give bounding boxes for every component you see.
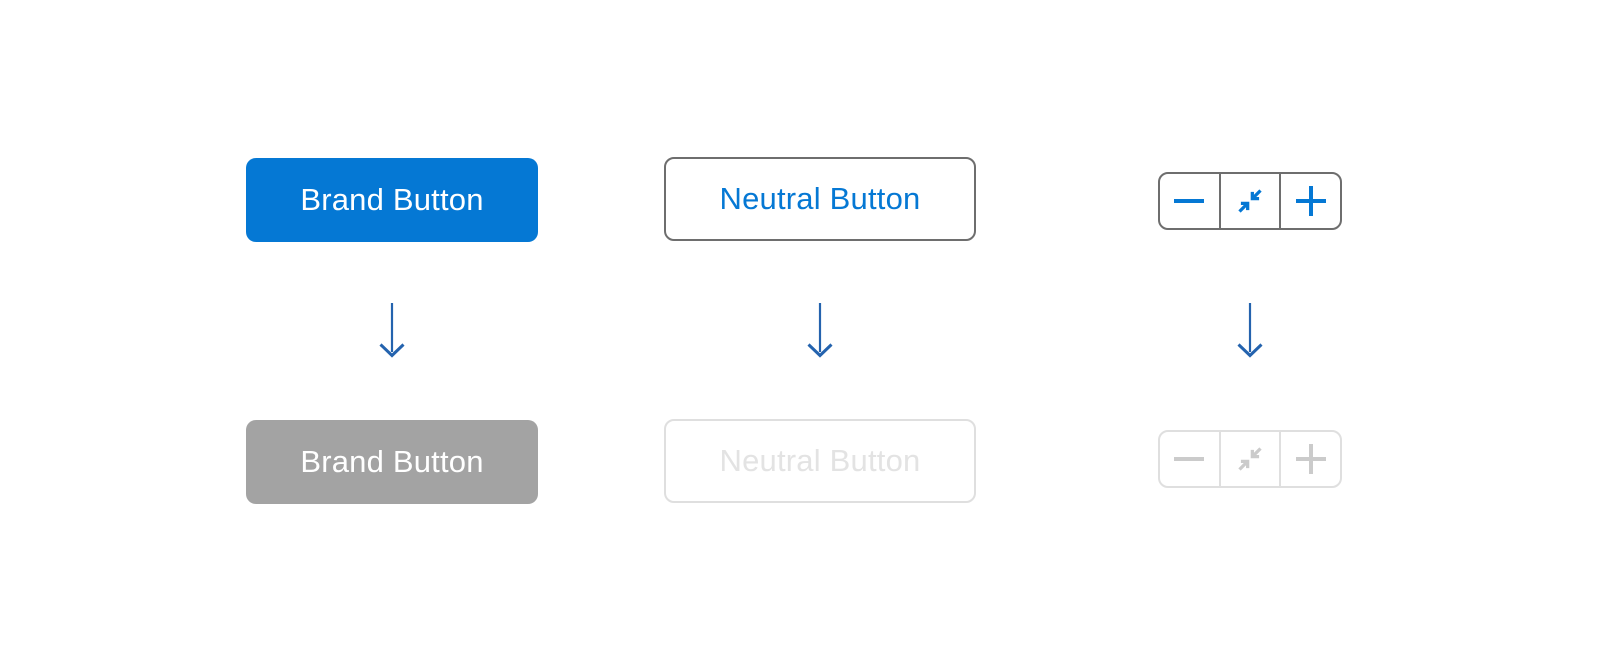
plus-icon xyxy=(1295,186,1326,216)
neutral-button-enabled[interactable]: Neutral Button xyxy=(664,157,976,241)
down-arrow-icon xyxy=(807,303,833,358)
stepper-group-enabled xyxy=(1158,172,1342,230)
stepper-increment-button[interactable] xyxy=(1279,174,1340,228)
stepper-decrement-button-disabled xyxy=(1160,432,1219,486)
brand-button-label: Brand Button xyxy=(300,444,484,479)
stepper-group-disabled xyxy=(1158,430,1342,488)
collapse-arrows-icon xyxy=(1238,189,1262,213)
collapse-arrows-icon xyxy=(1238,447,1262,471)
minus-icon xyxy=(1174,457,1205,461)
minus-icon xyxy=(1174,199,1205,203)
neutral-button-label: Neutral Button xyxy=(719,181,921,216)
stepper-collapse-button-disabled xyxy=(1218,432,1280,486)
stepper-collapse-button[interactable] xyxy=(1218,174,1280,228)
plus-icon xyxy=(1295,444,1326,474)
brand-button-label: Brand Button xyxy=(300,182,484,217)
stepper-increment-button-disabled xyxy=(1279,432,1340,486)
down-arrow-icon xyxy=(379,303,405,358)
neutral-button-disabled: Neutral Button xyxy=(664,419,976,503)
brand-button-enabled[interactable]: Brand Button xyxy=(246,158,538,242)
down-arrow-icon xyxy=(1237,303,1263,358)
stepper-decrement-button[interactable] xyxy=(1160,174,1219,228)
neutral-button-label: Neutral Button xyxy=(719,443,921,478)
brand-button-disabled: Brand Button xyxy=(246,420,538,504)
